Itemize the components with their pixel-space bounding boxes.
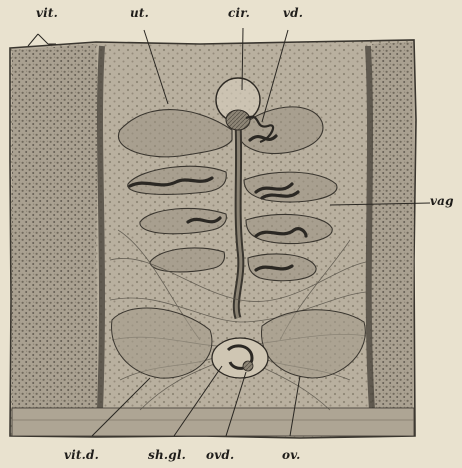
label-vas-deferens: vd.: [283, 6, 303, 20]
vitellaria-left: [12, 44, 98, 410]
shell-gland: [212, 338, 268, 378]
vitellaria-right: [370, 42, 414, 410]
vagina: [236, 120, 241, 318]
label-cirrus: cir.: [228, 6, 250, 20]
label-shell-gland: sh.gl.: [148, 448, 186, 462]
label-vitelline-duct: vit.d.: [64, 448, 99, 462]
label-uterus: ut.: [130, 6, 149, 20]
posterior-margin: [12, 408, 414, 436]
label-vitellaria: vit.: [36, 6, 58, 20]
label-oviduct: ovd.: [206, 448, 234, 462]
label-ovary: ov.: [282, 448, 301, 462]
label-vagina: vag: [430, 194, 454, 208]
